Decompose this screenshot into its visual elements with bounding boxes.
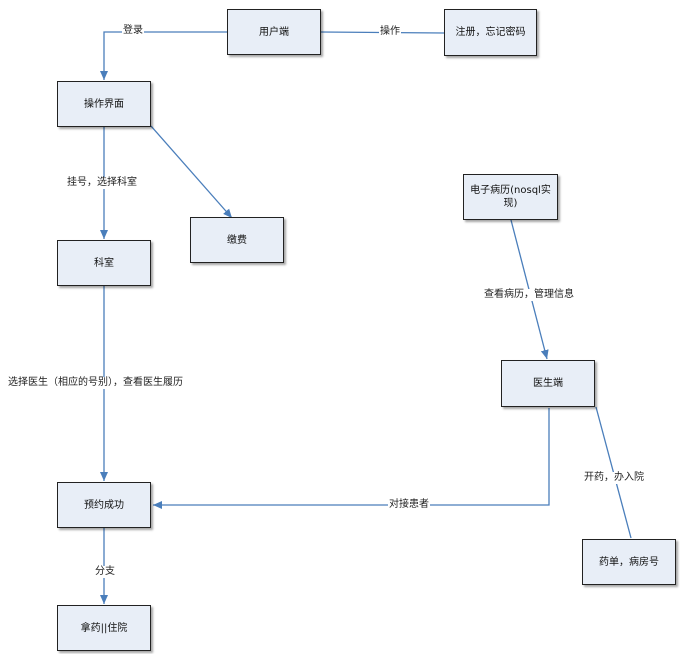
node-ui: 操作界面 xyxy=(57,81,151,127)
edge-login xyxy=(100,31,227,80)
edge-pay xyxy=(150,125,233,219)
node-register: 注册，忘记密码 xyxy=(444,9,537,56)
label-divide: 分支 xyxy=(94,566,116,578)
node-medicine: 拿药||住院 xyxy=(57,605,151,651)
label-connect-patient: 对接患者 xyxy=(388,499,430,511)
node-emr: 电子病历(nosql实现) xyxy=(463,174,558,220)
label-login: 登录 xyxy=(122,25,144,37)
node-user: 用户端 xyxy=(227,9,321,55)
label-prescribe: 开药，办入院 xyxy=(583,472,645,484)
node-doctor: 医生端 xyxy=(501,360,595,407)
label-operate: 操作 xyxy=(379,26,401,38)
node-dept: 科室 xyxy=(57,240,151,286)
node-prescription: 药单，病房号 xyxy=(582,539,676,585)
label-choose-doctor: 选择医生（相应的号别），查看医生履历 xyxy=(7,377,184,389)
label-view-emr: 查看病历，管理信息 xyxy=(483,289,575,301)
node-success: 预约成功 xyxy=(57,482,151,528)
edge-connect-patient xyxy=(153,408,550,509)
node-pay: 缴费 xyxy=(190,217,284,263)
label-register-dept: 挂号，选择科室 xyxy=(66,177,138,189)
